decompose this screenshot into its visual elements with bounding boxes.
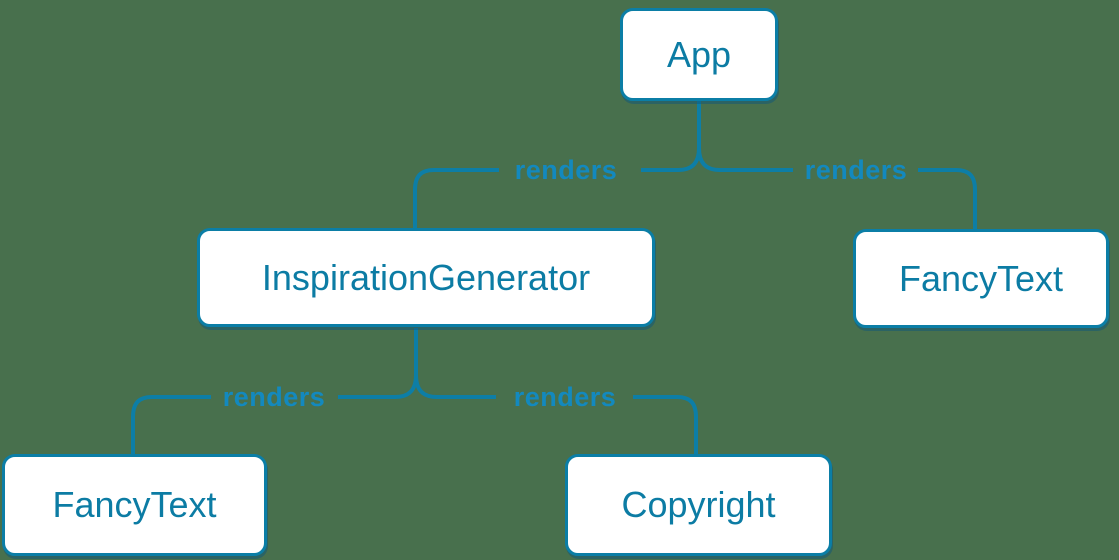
- edge-label-renders: renders: [515, 155, 618, 185]
- node-app: App: [620, 8, 778, 101]
- edge-inspirationgenerator-to-copyright: [414, 374, 698, 454]
- edge-label-renders: renders: [514, 382, 617, 412]
- node-app-label: App: [666, 33, 732, 75]
- node-copyright-label: Copyright: [621, 484, 776, 525]
- edge-label-renders: renders: [805, 155, 908, 185]
- node-fancy-text-top: FancyText: [853, 229, 1109, 328]
- edge-app-to-fancytext: [697, 147, 977, 229]
- edge-label-renders: renders: [223, 382, 326, 412]
- node-fancy-text-bottom-label: FancyText: [52, 484, 217, 525]
- node-copyright: Copyright: [565, 454, 832, 556]
- node-inspiration-generator: InspirationGenerator: [197, 228, 655, 327]
- node-fancy-text-top-label: FancyText: [898, 257, 1064, 299]
- node-inspiration-generator-label: InspirationGenerator: [261, 256, 591, 298]
- node-fancy-text-bottom: FancyText: [2, 454, 267, 556]
